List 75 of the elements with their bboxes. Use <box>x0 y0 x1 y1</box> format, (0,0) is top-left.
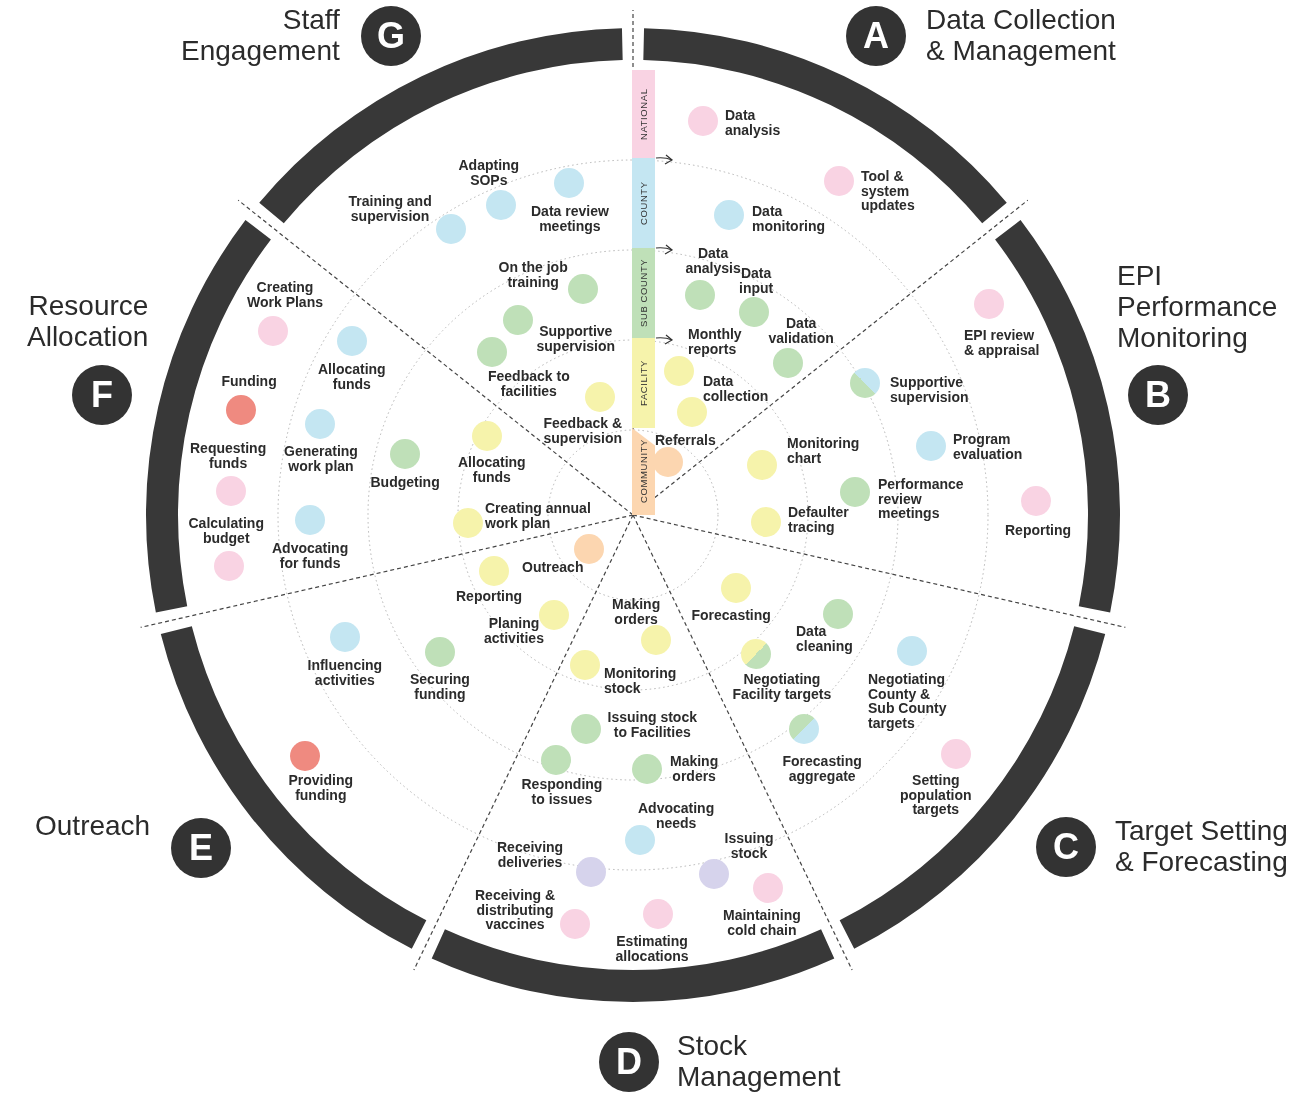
activity-label: Receiving deliveries <box>497 840 564 869</box>
activity-label: Program evaluation <box>953 432 1023 461</box>
letter-badge: D <box>599 1032 659 1092</box>
activity-label: Supportive supervision <box>536 324 616 353</box>
activity-label: Data monitoring <box>752 204 826 233</box>
section-title: Outreach <box>35 810 151 841</box>
activity-label: Planing activities <box>484 616 544 645</box>
section-title: EPI Performance Monitoring <box>1117 260 1278 353</box>
section-title: Stock Management <box>677 1030 841 1092</box>
activity-label: Monthly reports <box>688 327 742 356</box>
activity-label: Generating work plan <box>284 444 358 473</box>
activity-label: Monitoring stock <box>604 666 677 695</box>
activity-label: Monitoring chart <box>787 436 860 465</box>
activity-label: On the job training <box>498 260 568 289</box>
level-band: SUB COUNTY <box>632 248 655 338</box>
level-band: COMMUNITY <box>632 428 655 515</box>
activity-label: Advocating needs <box>638 801 715 830</box>
activity-label: Responding to issues <box>521 777 603 806</box>
activity-label: Referrals <box>655 433 716 448</box>
letter-badge: G <box>361 6 421 66</box>
activity-label: Making orders <box>612 597 661 626</box>
activity-label: Requesting funds <box>190 441 267 470</box>
activity-label: Estimating allocations <box>615 934 689 963</box>
activity-label: Adapting SOPs <box>458 158 520 187</box>
activity-label: Data input <box>739 266 774 295</box>
activity-label: Budgeting <box>370 475 440 490</box>
activity-label: Allocating funds <box>318 362 386 391</box>
activity-label: Feedback & supervision <box>543 416 623 445</box>
activity-label: Data cleaning <box>796 624 853 653</box>
section-title: Target Setting & Forecasting <box>1115 815 1288 877</box>
level-band: COUNTY <box>632 158 655 248</box>
letter-badge: F <box>72 365 132 425</box>
activity-label: Allocating funds <box>458 455 526 484</box>
activity-label: Data review meetings <box>531 204 609 233</box>
activity-label: Advocating for funds <box>272 541 349 570</box>
activity-label: Data collection <box>703 374 769 403</box>
letter-badge: C <box>1036 817 1096 877</box>
activity-label: Making orders <box>670 754 719 783</box>
activity-label: Data validation <box>768 316 834 345</box>
activity-label: Creating annual work plan <box>485 501 591 530</box>
letter-badge: E <box>171 818 231 878</box>
activity-label: Outreach <box>522 560 584 575</box>
activity-label: Negotiating County & Sub County targets <box>868 672 947 730</box>
activity-label: Reporting <box>1005 523 1072 538</box>
activity-label: Creating Work Plans <box>247 280 323 309</box>
section-title: Resource Allocation <box>27 290 149 352</box>
activity-label: Securing funding <box>410 672 470 701</box>
activity-label: Training and supervision <box>348 194 432 223</box>
activity-label: Negotiating Facility targets <box>732 672 832 701</box>
section-title: Data Collection & Management <box>926 4 1116 66</box>
activity-label: Supportive supervision <box>890 375 969 404</box>
activity-label: Issuing stock to Facilities <box>607 710 697 739</box>
activity-label: Reporting <box>456 589 523 604</box>
activity-label: Issuing stock <box>724 831 774 860</box>
activity-label: Calculating budget <box>188 516 264 545</box>
activity-label: Influencing activities <box>307 658 383 687</box>
activity-label: Receiving & distributing vaccines <box>475 888 556 932</box>
activity-label: Maintaining cold chain <box>723 908 801 937</box>
activity-label: Setting population targets <box>900 773 972 817</box>
activity-label: Forecasting <box>691 608 771 623</box>
activity-label: Tool & system updates <box>861 169 915 213</box>
activity-label: Defaulter tracing <box>788 505 849 534</box>
letter-badge: B <box>1128 365 1188 425</box>
level-band: FACILITY <box>632 338 655 428</box>
activity-label: Providing funding <box>288 773 354 802</box>
activity-label: Funding <box>221 374 277 389</box>
level-band: NATIONAL <box>632 70 655 158</box>
activity-label: Data analysis <box>725 108 781 137</box>
section-title: Staff Engagement <box>181 4 340 66</box>
letter-badge: A <box>846 6 906 66</box>
activity-label: Performance review meetings <box>878 477 964 521</box>
activity-label: Data analysis <box>685 246 741 275</box>
activity-label: Forecasting aggregate <box>782 754 862 783</box>
activity-label: Feedback to facilities <box>488 369 570 398</box>
activity-label: EPI review & appraisal <box>964 328 1040 357</box>
